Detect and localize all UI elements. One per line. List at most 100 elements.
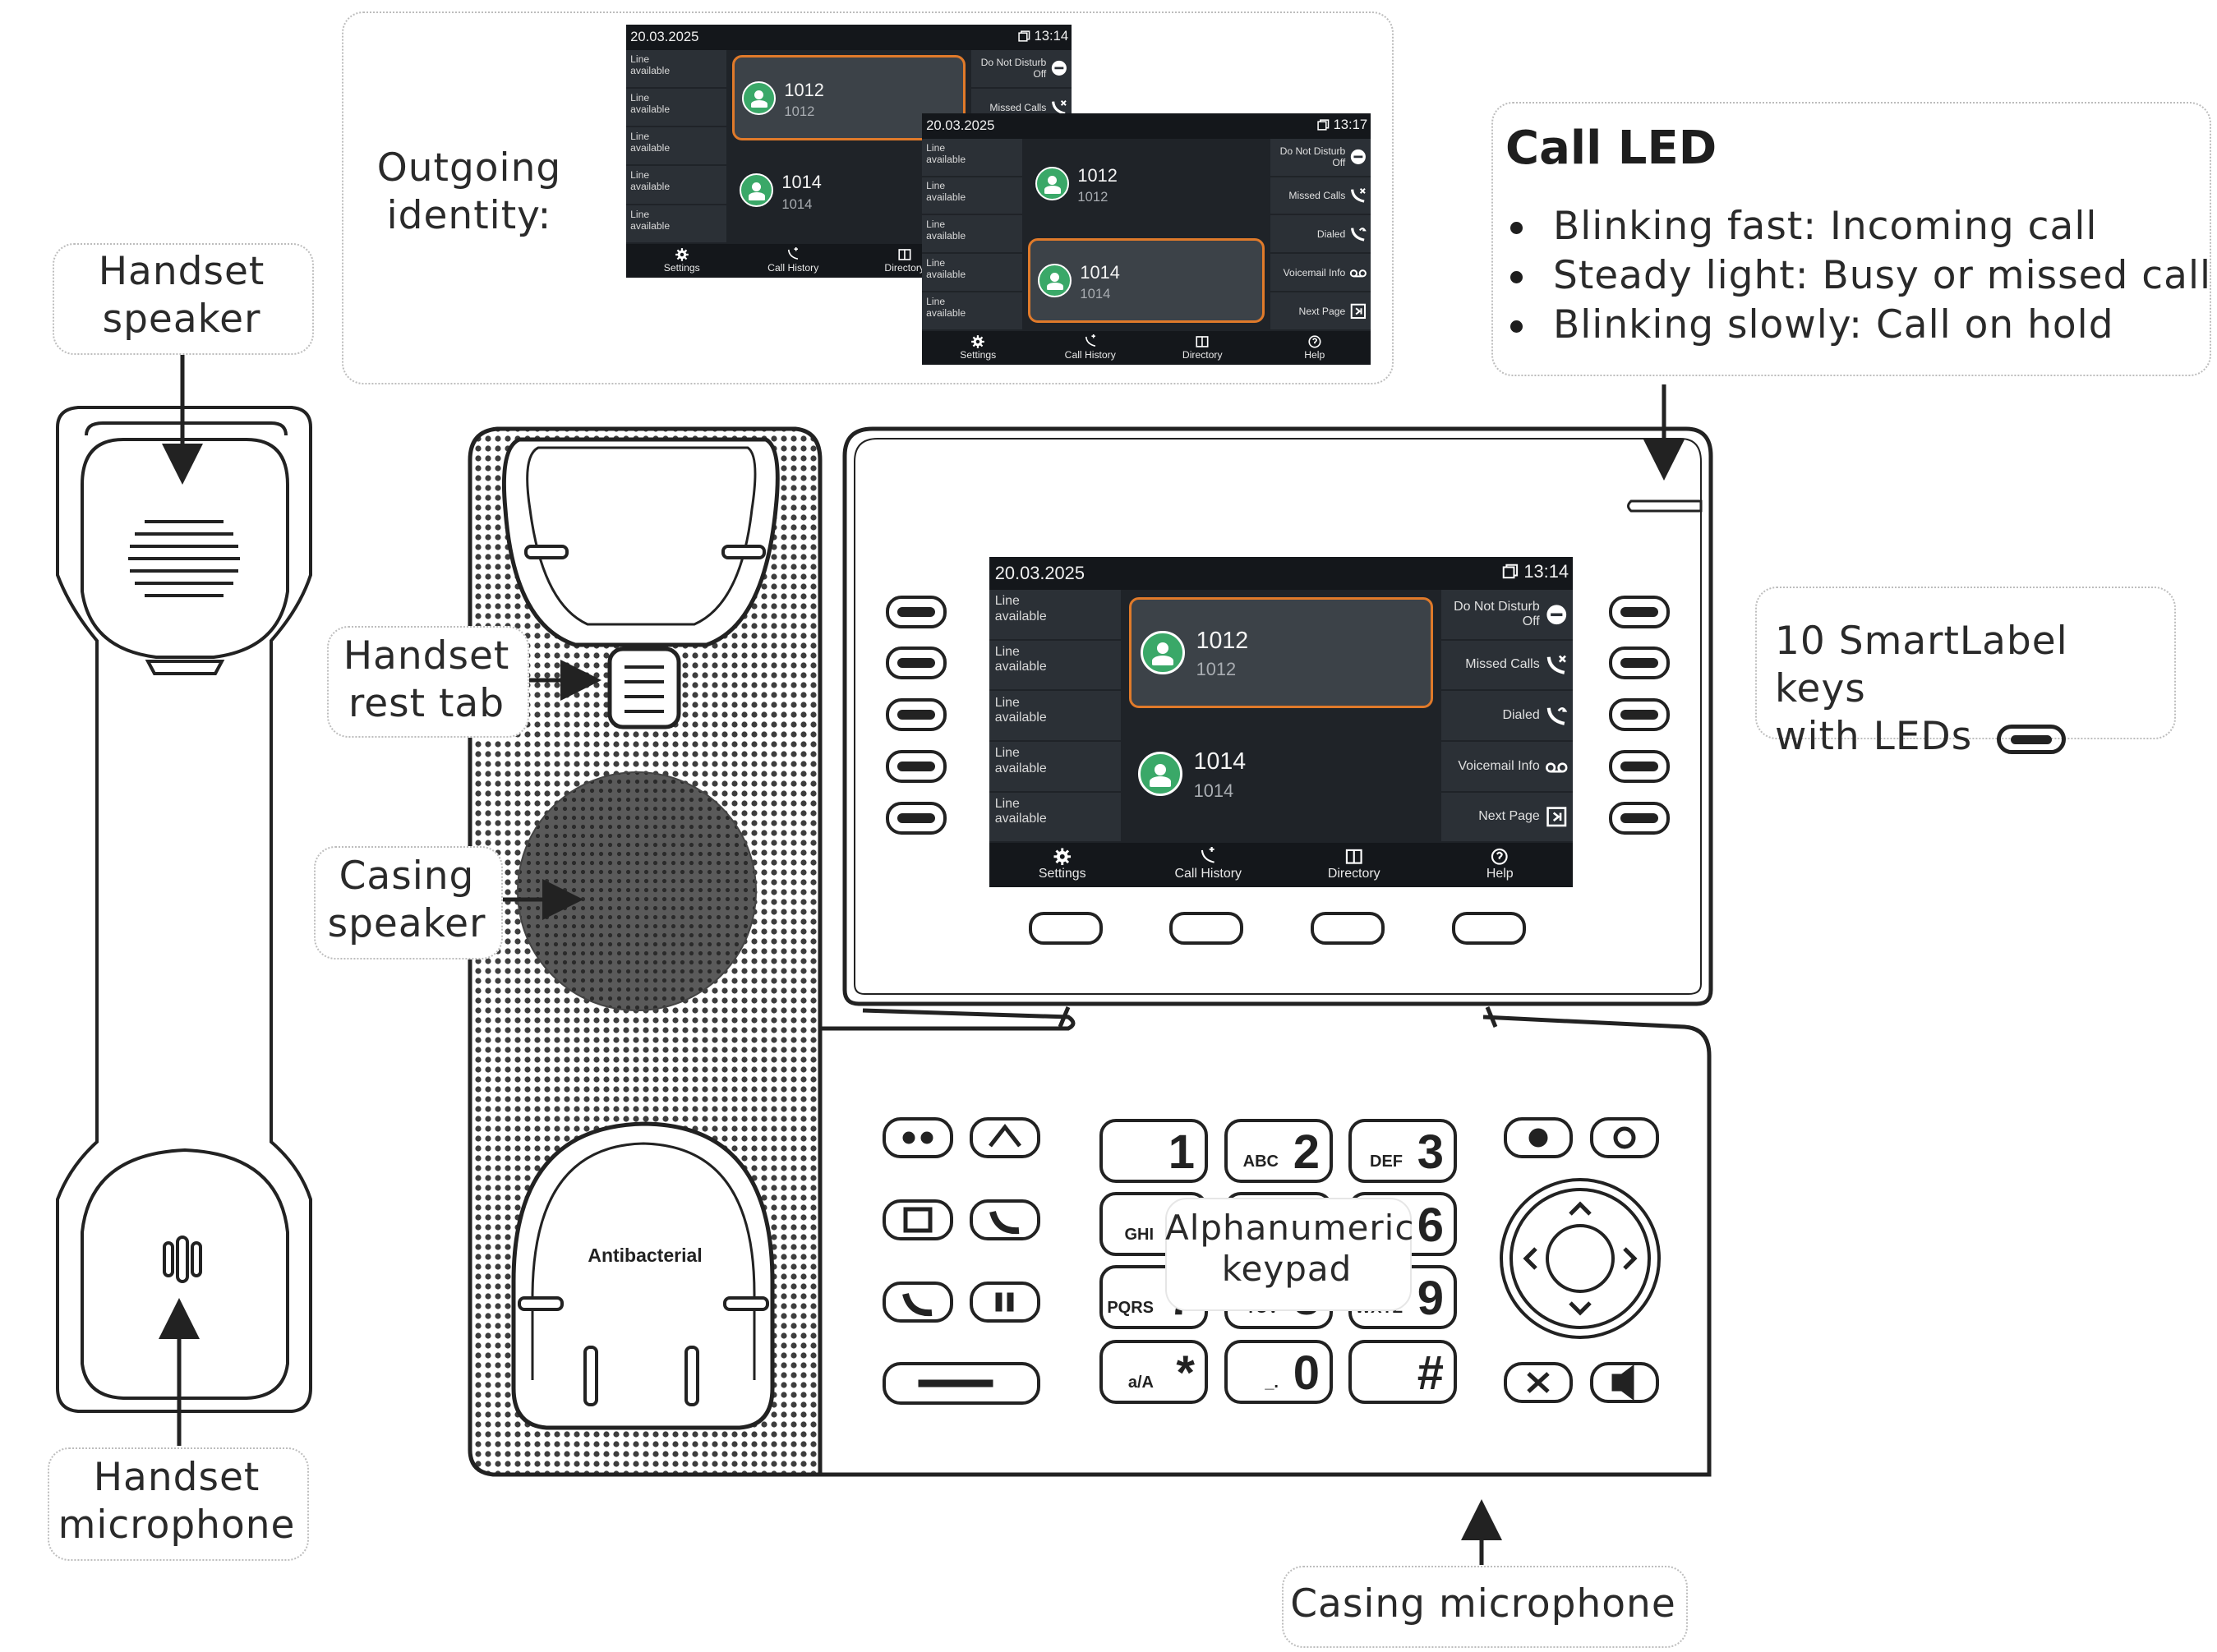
softkey-label[interactable]: Settings bbox=[922, 331, 1035, 361]
smartlabel-key[interactable] bbox=[1609, 698, 1670, 731]
screen-time: 13:14 bbox=[1017, 28, 1068, 44]
navigation-ring[interactable] bbox=[1500, 1178, 1661, 1339]
gear-icon bbox=[971, 334, 985, 348]
contact-avatar-icon bbox=[1138, 752, 1183, 796]
dial-key[interactable]: 1 bbox=[1099, 1119, 1208, 1183]
softkey-label[interactable]: Help bbox=[1259, 331, 1371, 361]
dial-key-digit: # bbox=[1417, 1346, 1444, 1400]
dial-key-letters: DEF bbox=[1370, 1153, 1403, 1171]
softkey-label[interactable]: Directory bbox=[849, 244, 961, 274]
smartlabel-key[interactable] bbox=[886, 802, 947, 835]
softkey-label[interactable]: Directory bbox=[1281, 843, 1427, 881]
handset-rest-tab-callout bbox=[327, 626, 529, 738]
smartlabel-key[interactable] bbox=[1609, 596, 1670, 628]
voicemail-icon bbox=[1546, 762, 1568, 773]
contact-name: 1014 bbox=[1193, 748, 1247, 775]
dial-key[interactable]: # bbox=[1348, 1340, 1457, 1404]
smartlabel-keys[interactable] bbox=[886, 596, 1670, 835]
call-history-icon bbox=[1085, 334, 1095, 347]
smartlabel-key[interactable] bbox=[886, 698, 947, 731]
function-key-label[interactable]: Voicemail Info bbox=[1441, 742, 1573, 793]
call-led-item: Steady light: Busy or missed call bbox=[1505, 251, 2211, 301]
function-key-label[interactable]: Missed Calls bbox=[1270, 177, 1371, 216]
smartlabel-key[interactable] bbox=[1609, 750, 1670, 783]
function-key-label[interactable]: Dialed bbox=[1441, 691, 1573, 743]
smartlabel-key[interactable] bbox=[886, 647, 947, 679]
call-led-title: Call LED bbox=[1505, 122, 1717, 175]
smartlabel-key[interactable] bbox=[886, 596, 947, 628]
contact-avatar-icon bbox=[1038, 263, 1072, 297]
screen-date: 20.03.2025 bbox=[630, 29, 699, 45]
function-key-label[interactable]: Missed Calls bbox=[1441, 641, 1573, 692]
smartlabel-key[interactable] bbox=[1609, 647, 1670, 679]
dial-key[interactable]: 0_. bbox=[1224, 1340, 1333, 1404]
softkey-label[interactable]: Help bbox=[1427, 843, 1574, 881]
pages-icon bbox=[1018, 30, 1030, 42]
softkeys[interactable] bbox=[1029, 912, 1526, 945]
directory-icon bbox=[1345, 849, 1362, 864]
dial-key-letters: ABC bbox=[1243, 1153, 1279, 1171]
call-led-item: Blinking slowly: Call on hold bbox=[1505, 301, 2211, 350]
feature-keys-left[interactable] bbox=[883, 1117, 1040, 1405]
next-page-icon bbox=[1546, 807, 1567, 827]
contact-avatar-icon bbox=[1035, 167, 1070, 201]
smartlabel-key-icon bbox=[1997, 724, 2067, 754]
contact-name: 1014 bbox=[1080, 261, 1120, 283]
softkey-label[interactable]: Settings bbox=[626, 244, 738, 274]
do-not-disturb-icon bbox=[1052, 61, 1067, 76]
dial-key[interactable]: *a/A bbox=[1099, 1340, 1208, 1404]
contact-card-selected[interactable]: 1014 1014 bbox=[1028, 237, 1265, 323]
stand-column bbox=[468, 426, 823, 1477]
handset-speaker-grille bbox=[128, 520, 240, 597]
softkey-label[interactable]: Call History bbox=[738, 244, 850, 274]
softkey-label[interactable]: Directory bbox=[1146, 331, 1259, 361]
softkey-label[interactable]: Call History bbox=[1035, 331, 1147, 361]
pages-icon bbox=[1503, 564, 1519, 579]
contact-number: 1014 bbox=[781, 196, 813, 212]
smartlabel-key[interactable] bbox=[886, 750, 947, 783]
dial-key-digit: 0 bbox=[1293, 1346, 1320, 1400]
function-key-label[interactable]: Voicemail Info bbox=[1270, 254, 1371, 293]
function-key-label[interactable]: Next Page bbox=[1441, 793, 1573, 844]
function-key-label[interactable]: Next Page bbox=[1270, 292, 1371, 332]
gear-icon bbox=[1053, 848, 1072, 866]
smartlabel-key[interactable] bbox=[1609, 802, 1670, 835]
softkey-label[interactable]: Call History bbox=[1136, 843, 1282, 881]
function-key-label[interactable]: Dialed bbox=[1270, 215, 1371, 255]
dial-key-digit: 2 bbox=[1293, 1125, 1320, 1179]
contact-number: 1014 bbox=[1080, 286, 1111, 302]
missed-calls-icon bbox=[1351, 188, 1367, 203]
softkey-label[interactable]: Settings bbox=[989, 843, 1136, 881]
